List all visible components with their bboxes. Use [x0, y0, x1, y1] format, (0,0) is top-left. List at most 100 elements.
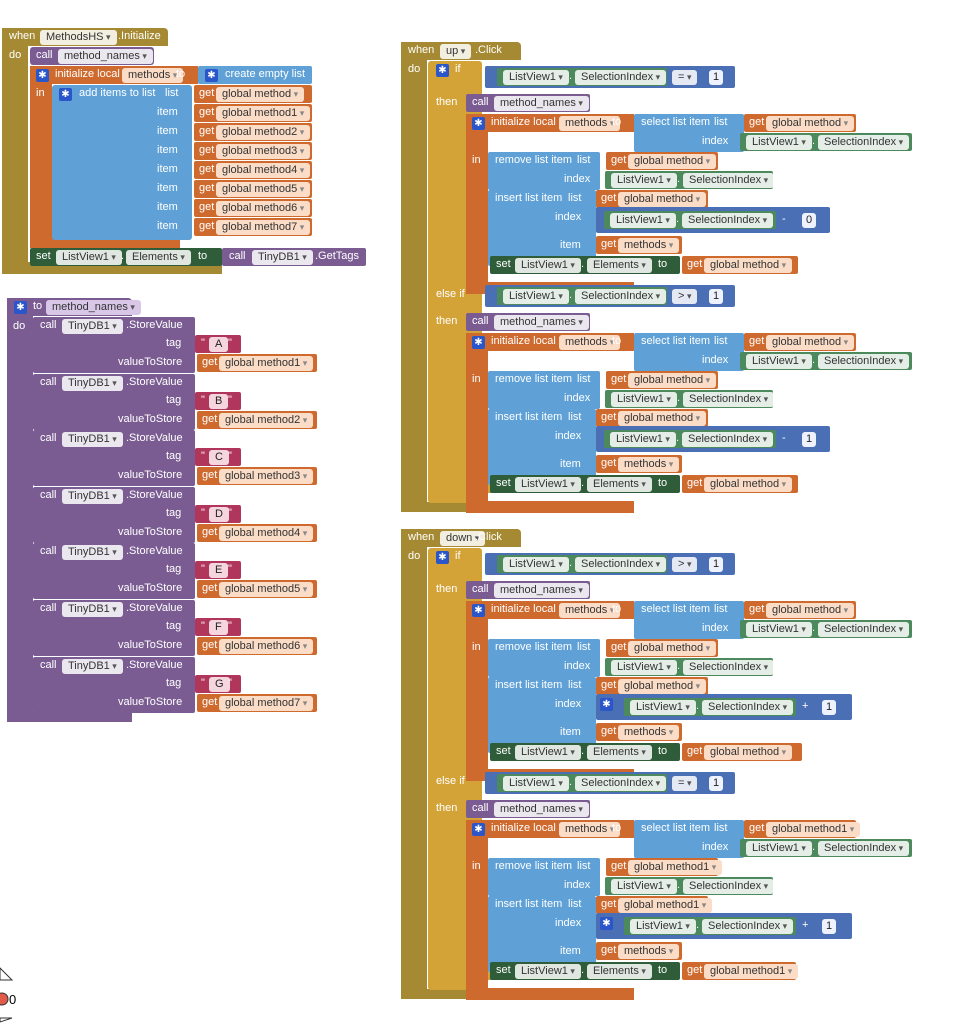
- variable-dropdown[interactable]: global method4: [219, 525, 314, 541]
- property-dropdown[interactable]: SelectionIndex: [575, 289, 667, 304]
- create-empty-list-block[interactable]: [198, 66, 312, 84]
- component-dropdown[interactable]: TinyDB1: [62, 375, 123, 391]
- gear-icon[interactable]: ✱: [472, 117, 485, 130]
- variable-dropdown[interactable]: global method: [628, 154, 717, 169]
- component-dropdown[interactable]: TinyDB1: [62, 658, 123, 674]
- variable-dropdown[interactable]: global method1: [216, 106, 311, 121]
- local-var-name[interactable]: methods: [122, 68, 184, 83]
- insert-list-item-block[interactable]: [488, 896, 596, 972]
- gear-icon[interactable]: ✱: [436, 551, 449, 564]
- select-list-item-block[interactable]: [634, 820, 744, 858]
- component-dropdown[interactable]: ListView1: [503, 557, 569, 572]
- add-items-to-list-block[interactable]: [52, 85, 192, 240]
- variable-dropdown[interactable]: global method: [704, 258, 793, 273]
- procedure-dropdown[interactable]: method_names: [494, 315, 589, 330]
- select-list-item-block[interactable]: [634, 333, 744, 371]
- property-dropdown[interactable]: SelectionIndex: [575, 557, 667, 572]
- component-dropdown[interactable]: TinyDB1: [62, 432, 123, 448]
- remove-list-item-block[interactable]: [488, 639, 600, 677]
- operator-dropdown[interactable]: >: [672, 289, 698, 304]
- property-dropdown[interactable]: SelectionIndex: [818, 622, 910, 637]
- gear-icon[interactable]: ✱: [436, 64, 449, 77]
- property-dropdown[interactable]: SelectionIndex: [702, 700, 794, 715]
- insert-list-item-block[interactable]: [488, 409, 596, 485]
- property-dropdown[interactable]: SelectionIndex: [818, 354, 910, 369]
- component-dropdown[interactable]: ListView1: [515, 477, 581, 492]
- property-dropdown[interactable]: SelectionIndex: [683, 392, 775, 407]
- variable-dropdown[interactable]: global method1: [219, 356, 314, 371]
- variable-dropdown[interactable]: global method: [216, 87, 305, 102]
- number-value[interactable]: 1: [802, 432, 817, 447]
- gear-icon[interactable]: ✱: [600, 917, 613, 930]
- operator-dropdown[interactable]: >: [672, 557, 698, 572]
- select-list-item-block[interactable]: [634, 601, 744, 639]
- component-dropdown[interactable]: TinyDB1: [62, 545, 123, 561]
- component-dropdown[interactable]: ListView1: [611, 173, 677, 188]
- insert-list-item-block[interactable]: [488, 677, 596, 753]
- variable-dropdown[interactable]: global method: [766, 335, 855, 350]
- gear-icon[interactable]: ✱: [59, 88, 72, 101]
- component-dropdown[interactable]: ListView1: [610, 213, 676, 228]
- number-value[interactable]: 1: [822, 700, 837, 715]
- component-dropdown[interactable]: ListView1: [746, 354, 812, 369]
- remove-list-item-block[interactable]: [488, 152, 600, 190]
- number-value[interactable]: 1: [822, 919, 837, 934]
- procedure-dropdown[interactable]: method_names: [494, 583, 589, 598]
- component-dropdown[interactable]: ListView1: [56, 250, 122, 265]
- local-var-name[interactable]: methods: [559, 335, 621, 350]
- gear-icon[interactable]: ✱: [472, 604, 485, 617]
- number-value[interactable]: 1: [709, 70, 724, 85]
- select-list-item-block[interactable]: [634, 114, 744, 152]
- variable-dropdown[interactable]: global method6: [219, 639, 314, 654]
- text-string-value[interactable]: C: [209, 450, 229, 466]
- component-dropdown[interactable]: ListView1: [746, 135, 812, 150]
- component-dropdown[interactable]: TinyDB1: [252, 250, 313, 265]
- operator-dropdown[interactable]: =: [672, 776, 698, 791]
- variable-dropdown[interactable]: global method: [704, 477, 793, 492]
- variable-dropdown[interactable]: methods: [618, 944, 680, 959]
- variable-dropdown[interactable]: methods: [618, 725, 680, 740]
- property-dropdown[interactable]: SelectionIndex: [702, 919, 794, 934]
- operator-dropdown[interactable]: =: [672, 70, 698, 85]
- variable-dropdown[interactable]: global method1: [618, 898, 713, 913]
- text-string-value[interactable]: A: [209, 337, 229, 352]
- property-dropdown[interactable]: SelectionIndex: [575, 776, 667, 791]
- gear-icon[interactable]: ✱: [36, 69, 49, 82]
- property-dropdown[interactable]: Elements: [587, 258, 652, 273]
- variable-dropdown[interactable]: global method5: [216, 182, 311, 197]
- variable-dropdown[interactable]: global method: [618, 679, 707, 694]
- component-dropdown[interactable]: ListView1: [610, 432, 676, 447]
- component-dropdown[interactable]: ListView1: [503, 289, 569, 304]
- variable-dropdown[interactable]: global method1: [704, 964, 799, 979]
- text-string-value[interactable]: B: [209, 393, 229, 409]
- remove-list-item-block[interactable]: [488, 371, 600, 409]
- local-var-name[interactable]: methods: [559, 822, 621, 837]
- property-dropdown[interactable]: SelectionIndex: [683, 173, 775, 188]
- local-var-name[interactable]: methods: [559, 603, 621, 618]
- component-dropdown[interactable]: down: [440, 531, 486, 546]
- variable-dropdown[interactable]: global method: [704, 745, 793, 760]
- number-value[interactable]: 0: [802, 213, 817, 228]
- variable-dropdown[interactable]: global method2: [216, 125, 311, 140]
- property-dropdown[interactable]: SelectionIndex: [682, 432, 774, 447]
- property-dropdown[interactable]: Elements: [587, 477, 652, 492]
- variable-dropdown[interactable]: methods: [618, 457, 680, 472]
- component-dropdown[interactable]: ListView1: [630, 700, 696, 715]
- gear-icon[interactable]: ✱: [472, 336, 485, 349]
- variable-dropdown[interactable]: global method: [628, 373, 717, 388]
- variable-dropdown[interactable]: methods: [618, 238, 680, 253]
- property-dropdown[interactable]: Elements: [587, 745, 652, 760]
- gear-icon[interactable]: ✱: [205, 69, 218, 82]
- variable-dropdown[interactable]: global method7: [219, 695, 314, 711]
- variable-dropdown[interactable]: global method7: [216, 220, 311, 235]
- property-dropdown[interactable]: SelectionIndex: [575, 70, 667, 85]
- text-string-value[interactable]: D: [209, 506, 229, 522]
- gear-icon[interactable]: ✱: [14, 301, 27, 314]
- component-dropdown[interactable]: TinyDB1: [62, 319, 123, 334]
- variable-dropdown[interactable]: global method1: [628, 860, 723, 875]
- component-dropdown[interactable]: ListView1: [630, 919, 696, 934]
- variable-dropdown[interactable]: global method3: [216, 144, 311, 159]
- gear-icon[interactable]: ✱: [472, 823, 485, 836]
- component-dropdown[interactable]: TinyDB1: [62, 488, 123, 504]
- trash-indicator-icon[interactable]: [0, 966, 18, 1024]
